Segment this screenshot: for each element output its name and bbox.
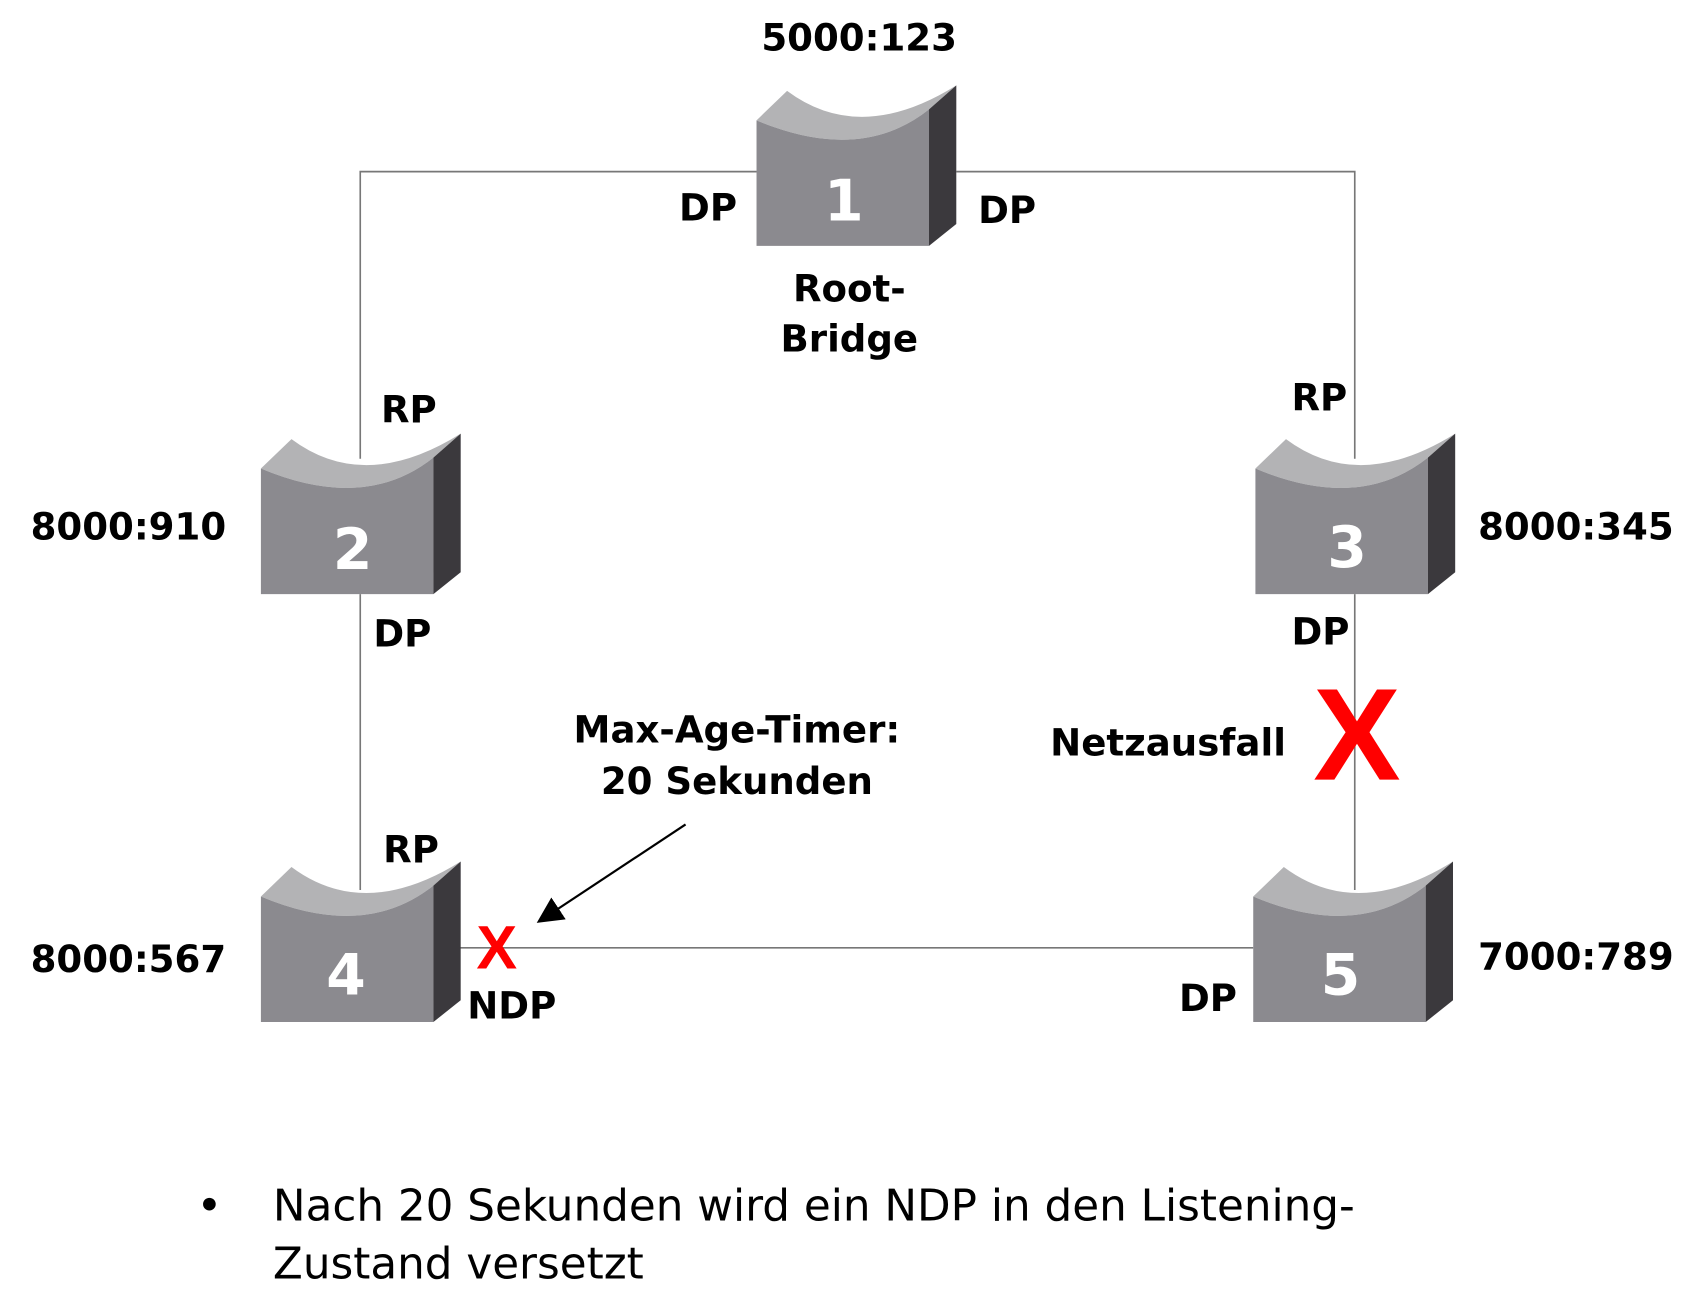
links xyxy=(359,170,1356,949)
bridge-id-4: 8000:567 xyxy=(31,938,227,981)
bullet-icon: • xyxy=(197,1181,223,1232)
bridge-id-2: 8000:910 xyxy=(31,506,227,549)
link-failure-mark: X xyxy=(1313,661,1400,808)
blocked-port-mark: X xyxy=(476,914,517,982)
bridge-id-5: 7000:789 xyxy=(1478,936,1674,979)
root-bridge-label: Bridge xyxy=(781,318,919,361)
arrow-icon xyxy=(536,823,687,923)
switch-number: 2 xyxy=(333,517,373,583)
bullet-text: Nach 20 Sekunden wird ein NDP in den Lis… xyxy=(273,1181,1355,1232)
port-role: DP xyxy=(1291,610,1349,653)
timer-label: 20 Sekunden xyxy=(601,760,873,803)
port-role: DP xyxy=(373,613,431,656)
switch-3[interactable]: 3 xyxy=(1255,433,1456,595)
port-role: NDP xyxy=(467,985,556,1028)
switch-number: 4 xyxy=(326,943,366,1009)
timer-label: Max-Age-Timer: xyxy=(574,709,901,752)
switch-2[interactable]: 2 xyxy=(260,433,461,595)
bridge-id-3: 8000:345 xyxy=(1478,506,1674,549)
bridge-id-1: 5000:123 xyxy=(761,16,957,59)
switch-4[interactable]: 4 xyxy=(260,861,461,1023)
failure-label: Netzausfall xyxy=(1050,722,1286,765)
switch-1[interactable]: 1 xyxy=(756,85,957,246)
switch-number: 1 xyxy=(824,169,864,235)
port-role: DP xyxy=(679,187,737,230)
switch-number: 5 xyxy=(1321,943,1360,1009)
switch-5[interactable]: 5 xyxy=(1253,861,1454,1023)
port-role: RP xyxy=(383,829,439,872)
link-1-3 xyxy=(956,170,1356,459)
switch-number: 3 xyxy=(1327,515,1366,581)
root-bridge-label: Root- xyxy=(793,268,906,311)
port-role: DP xyxy=(1179,977,1237,1020)
port-role: RP xyxy=(1291,377,1347,420)
link-1-2 xyxy=(359,170,757,459)
port-role: DP xyxy=(978,189,1036,232)
bullet-text: Zustand versetzt xyxy=(273,1239,644,1290)
port-role: RP xyxy=(381,389,437,432)
